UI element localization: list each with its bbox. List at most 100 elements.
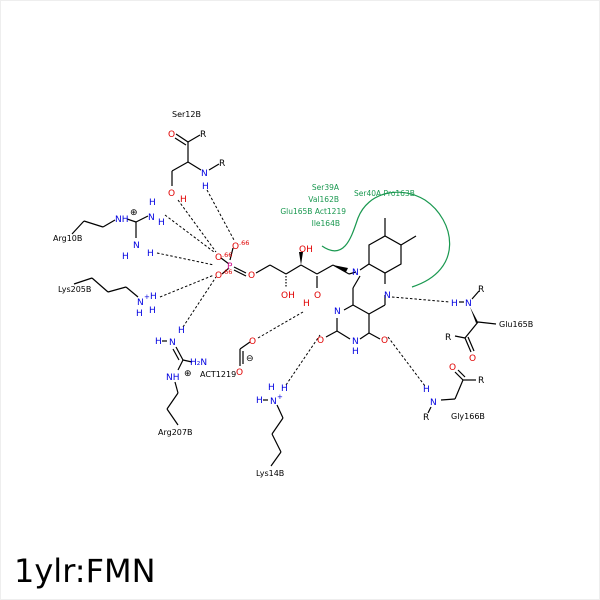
hydrogen-atom: H bbox=[202, 182, 209, 192]
residue-glu165b: H N R R O Glu165B bbox=[445, 285, 533, 364]
oxygen-atom: O bbox=[469, 354, 476, 364]
oxygen-atom: O bbox=[215, 271, 222, 281]
r-group: R bbox=[478, 285, 484, 295]
hbond bbox=[164, 214, 215, 253]
residue-label-arg10b: Arg10B bbox=[53, 234, 82, 243]
nitrogen-atom: N bbox=[148, 213, 155, 223]
nitrogen-atom: N bbox=[201, 169, 208, 179]
hydrophobic-label: Ser39A bbox=[312, 183, 340, 192]
oxygen-atom: O bbox=[249, 337, 256, 347]
r-group: R bbox=[423, 413, 429, 423]
amino-group: H₂N bbox=[190, 358, 207, 368]
hydrophobic-label: Val162B bbox=[308, 195, 339, 204]
hydrophobic-label: Glu165B Act1219 bbox=[280, 207, 346, 216]
hydroxyl-group: OH bbox=[281, 291, 295, 301]
r-group: R bbox=[445, 333, 451, 343]
hbond bbox=[156, 252, 215, 266]
oxygen-atom: O bbox=[381, 336, 388, 346]
hbond bbox=[387, 336, 426, 387]
hydrophobic-label: Ile164B bbox=[312, 219, 340, 228]
hbond bbox=[177, 199, 217, 253]
hydrogen-atom: H bbox=[122, 252, 129, 262]
hydrogen-atom: H bbox=[178, 326, 185, 336]
hydrogen-atom: H bbox=[147, 249, 154, 259]
positive-charge: ⊕ bbox=[130, 208, 138, 218]
hydrogen-atom: H bbox=[268, 383, 275, 393]
hbond bbox=[206, 189, 235, 241]
residue-label-act1219: ACT1219 bbox=[200, 370, 236, 379]
positive-charge: + bbox=[277, 393, 283, 401]
ribityl-chain: OH OH O H bbox=[255, 245, 350, 309]
nitrogen-atom: N bbox=[352, 268, 359, 278]
hydrogen-atom: H bbox=[149, 198, 156, 208]
hydrogen-bonds bbox=[156, 189, 451, 387]
hydrogen-atom: H bbox=[150, 292, 157, 302]
oxygen-atom: O bbox=[168, 130, 175, 140]
residue-label-arg207b: Arg207B bbox=[158, 428, 192, 437]
oxygen-atom: O bbox=[215, 253, 222, 263]
residue-label-lys205b: Lys205B bbox=[58, 285, 91, 294]
residue-lys14b: H H H N + Lys14B bbox=[256, 383, 288, 478]
hydrophobic-labels: Ser39A Val162B Glu165B Act1219 Ile164B S… bbox=[280, 183, 415, 228]
nitrogen-atom: N bbox=[384, 291, 391, 301]
oxygen-atom: O bbox=[317, 336, 324, 346]
hydrogen-atom: H bbox=[352, 347, 359, 357]
hydrogen-atom: H bbox=[149, 306, 156, 316]
r-group: R bbox=[478, 376, 484, 386]
partial-charge: .66 bbox=[222, 251, 232, 259]
hydrogen-atom: H bbox=[303, 299, 310, 309]
phosphorus-atom: P bbox=[227, 262, 233, 272]
nitrogen-atom: N bbox=[137, 298, 144, 308]
negative-charge: ⊖ bbox=[246, 354, 254, 364]
hydroxyl-group: OH bbox=[299, 245, 313, 255]
hydrogen-atom: H bbox=[423, 385, 430, 395]
r-group: R bbox=[219, 159, 225, 169]
hydrogen-atom: H bbox=[451, 299, 458, 309]
hbond bbox=[159, 274, 215, 298]
nitrogen-atom: N bbox=[430, 398, 437, 408]
nitrogen-atom: N bbox=[133, 241, 140, 251]
hydrogen-atom: H bbox=[180, 195, 187, 205]
residue-gly166b: O R H N R Gly166B bbox=[423, 363, 485, 423]
nitrogen-atom: N bbox=[334, 307, 341, 317]
positive-charge: + bbox=[144, 293, 150, 301]
oxygen-atom: O bbox=[449, 363, 456, 373]
residue-act1219: O O ⊖ ACT1219 bbox=[200, 337, 256, 379]
hbond bbox=[285, 334, 321, 386]
hydrogen-atom: H bbox=[136, 309, 143, 319]
phosphate-group: O .66 O .66 P O .66 O bbox=[215, 239, 255, 281]
ligand-caption: 1ylr:FMN bbox=[14, 552, 156, 590]
r-group: R bbox=[200, 130, 206, 140]
isoalloxazine-ring: N N N N H O O bbox=[317, 218, 417, 357]
hydrogen-atom: H bbox=[155, 337, 162, 347]
residue-arg207b: H H N H₂N NH ⊕ Arg207B bbox=[155, 326, 207, 437]
hydrogen-atom: H bbox=[158, 218, 165, 228]
oxygen-atom: O bbox=[248, 271, 255, 281]
nitrogen-atom: N bbox=[352, 337, 359, 347]
residue-label-lys14b: Lys14B bbox=[256, 469, 284, 478]
oxygen-atom: O bbox=[236, 368, 243, 378]
positive-charge: ⊕ bbox=[184, 369, 192, 379]
hbond bbox=[257, 311, 304, 339]
hydrophobic-label: Ser40A Pro163B bbox=[354, 189, 415, 198]
residue-arg10b: Arg10B NH ⊕ N H H N H H bbox=[53, 198, 165, 262]
oxygen-atom: O bbox=[168, 189, 175, 199]
residue-label-ser12b: Ser12B bbox=[172, 110, 201, 119]
nitrogen-atom: N bbox=[465, 299, 472, 309]
nitrogen-atom: N bbox=[270, 397, 277, 407]
hydrogen-atom: H bbox=[281, 384, 288, 394]
hydrophobic-arc bbox=[321, 191, 451, 288]
residue-label-gly166b: Gly166B bbox=[451, 412, 485, 421]
residue-label-glu165b: Glu165B bbox=[499, 320, 533, 329]
residue-ser12b: Ser12B O R N H R O H bbox=[168, 110, 225, 205]
residue-lys205b: Lys205B N + H H H bbox=[58, 277, 157, 319]
nitrogen-atom: N bbox=[169, 338, 176, 348]
hbond bbox=[182, 276, 217, 328]
nitrogen-atom: NH bbox=[115, 215, 129, 225]
nitrogen-atom: NH bbox=[166, 373, 180, 383]
partial-charge: .66 bbox=[222, 268, 232, 276]
hydrogen-atom: H bbox=[256, 396, 263, 406]
partial-charge: .66 bbox=[239, 239, 249, 247]
oxygen-atom: O bbox=[232, 242, 239, 252]
